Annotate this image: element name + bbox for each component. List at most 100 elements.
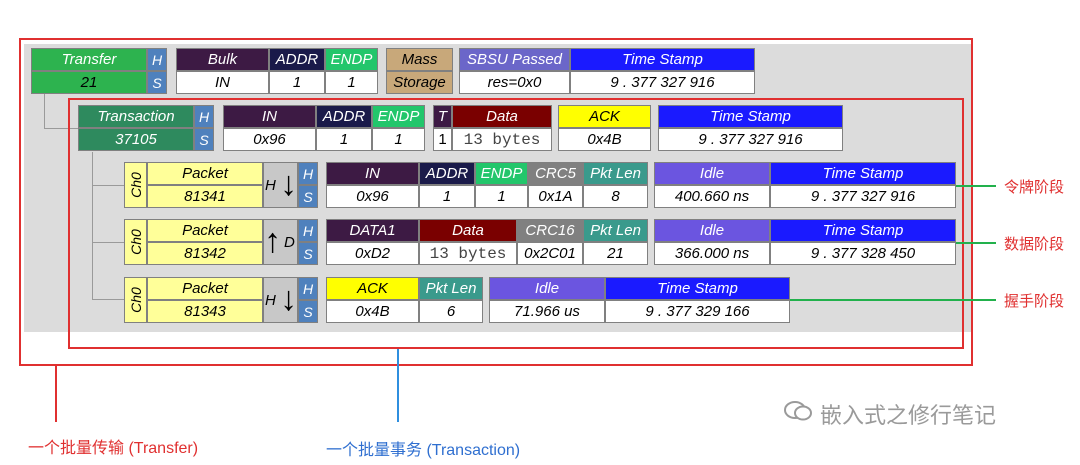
channel-label: Ch0 (124, 277, 147, 323)
transfer-addr-value: 1 (269, 71, 325, 94)
direction-letter: D (284, 234, 295, 251)
token-pointer-line (956, 185, 996, 187)
arrow-down-icon: ↓ (280, 280, 297, 318)
timestamp-label: Time Stamp (605, 277, 790, 300)
crc-label: CRC16 (517, 219, 583, 242)
transaction-s-badge[interactable]: S (194, 128, 214, 151)
transaction-endp-value: 1 (372, 128, 425, 151)
transfer-s-badge[interactable]: S (147, 71, 167, 94)
token-phase-label: 令牌阶段 (1004, 179, 1065, 196)
packet-s-badge[interactable]: S (298, 300, 318, 323)
crc-label: CRC5 (528, 162, 583, 185)
transfer-id[interactable]: 21 (31, 71, 147, 94)
sbsu-label: SBSU Passed (459, 48, 570, 71)
direction-box: H ↓ (263, 277, 298, 323)
pkt-len-label: Pkt Len (419, 277, 483, 300)
pkt-len-value: 21 (583, 242, 648, 265)
timestamp-value: 9 . 377 327 916 (770, 185, 956, 208)
mass-value: Storage (386, 71, 453, 94)
transfer-timestamp-value: 9 . 377 327 916 (570, 71, 755, 94)
pkt-len-value: 6 (419, 300, 483, 323)
transaction-caption: 一个批量事务 (Transaction) (326, 442, 521, 459)
pid-value: 0xD2 (326, 242, 419, 265)
packet-h-badge[interactable]: H (298, 162, 318, 185)
tree-line (92, 242, 124, 243)
sbsu-value: res=0x0 (459, 71, 570, 94)
ack-label: ACK (558, 105, 651, 128)
ack-value: 0x4B (558, 128, 651, 151)
packet-s-badge[interactable]: S (298, 242, 318, 265)
transfer-addr-label: ADDR (269, 48, 325, 71)
transaction-addr-value: 1 (316, 128, 372, 151)
packet-label[interactable]: Packet (147, 277, 263, 300)
packet-s-badge[interactable]: S (298, 185, 318, 208)
timestamp-label: Time Stamp (770, 162, 956, 185)
transaction-in-label: IN (223, 105, 316, 128)
transaction-timestamp-value: 9 . 377 327 916 (658, 128, 843, 151)
tree-line (44, 94, 45, 128)
packet-label[interactable]: Packet (147, 162, 263, 185)
pid-value: 0x96 (326, 185, 419, 208)
transaction-label[interactable]: Transaction (78, 105, 194, 128)
data-value: 13 bytes (419, 242, 517, 265)
wechat-icon (784, 400, 812, 422)
handshake-pointer-line (790, 299, 996, 301)
packet-h-badge[interactable]: H (298, 219, 318, 242)
packet-id[interactable]: 81342 (147, 242, 263, 265)
crc-value: 0x1A (528, 185, 583, 208)
timestamp-value: 9 . 377 328 450 (770, 242, 956, 265)
tree-line (44, 128, 78, 129)
idle-label: Idle (654, 162, 770, 185)
transfer-timestamp-label: Time Stamp (570, 48, 755, 71)
transfer-endp-value: 1 (325, 71, 378, 94)
direction-box: H ↓ (263, 162, 298, 208)
watermark-text: 嵌入式之修行笔记 (820, 403, 997, 428)
idle-label: Idle (654, 219, 770, 242)
transfer-pointer-line (55, 366, 57, 422)
tree-line (92, 152, 93, 300)
toggle-value: 1 (433, 128, 452, 151)
idle-value: 366.000 ns (654, 242, 770, 265)
transaction-addr-label: ADDR (316, 105, 372, 128)
packet-label[interactable]: Packet (147, 219, 263, 242)
direction-letter: H (265, 177, 276, 194)
transfer-label[interactable]: Transfer (31, 48, 147, 71)
bulk-label: Bulk (176, 48, 269, 71)
crc-value: 0x2C01 (517, 242, 583, 265)
transaction-id[interactable]: 37105 (78, 128, 194, 151)
transaction-h-badge[interactable]: H (194, 105, 214, 128)
data-pointer-line (956, 242, 996, 244)
pid-label: IN (326, 162, 419, 185)
packet-id[interactable]: 81341 (147, 185, 263, 208)
pkt-len-value: 8 (583, 185, 648, 208)
arrow-up-icon: ↑ (264, 222, 281, 260)
pkt-len-label: Pkt Len (583, 162, 648, 185)
pid-label: ACK (326, 277, 419, 300)
tree-line (92, 299, 124, 300)
addr-value: 1 (419, 185, 475, 208)
transfer-caption: 一个批量传输 (Transfer) (28, 440, 199, 457)
idle-value: 400.660 ns (654, 185, 770, 208)
arrow-down-icon: ↓ (280, 165, 297, 203)
endp-label: ENDP (475, 162, 528, 185)
transfer-highlight-box (19, 38, 973, 366)
transaction-in-value: 0x96 (223, 128, 316, 151)
transfer-endp-label: ENDP (325, 48, 378, 71)
transaction-data-label: Data (452, 105, 552, 128)
bulk-value: IN (176, 71, 269, 94)
endp-value: 1 (475, 185, 528, 208)
pid-label: DATA1 (326, 219, 419, 242)
packet-h-badge[interactable]: H (298, 277, 318, 300)
channel-label: Ch0 (124, 162, 147, 208)
idle-value: 71.966 us (489, 300, 605, 323)
idle-label: Idle (489, 277, 605, 300)
tree-line (92, 185, 124, 186)
handshake-phase-label: 握手阶段 (1004, 293, 1065, 310)
channel-label: Ch0 (124, 219, 147, 265)
packet-id[interactable]: 81343 (147, 300, 263, 323)
data-label: Data (419, 219, 517, 242)
timestamp-label: Time Stamp (770, 219, 956, 242)
pid-value: 0x4B (326, 300, 419, 323)
transfer-h-badge[interactable]: H (147, 48, 167, 71)
transaction-timestamp-label: Time Stamp (658, 105, 843, 128)
